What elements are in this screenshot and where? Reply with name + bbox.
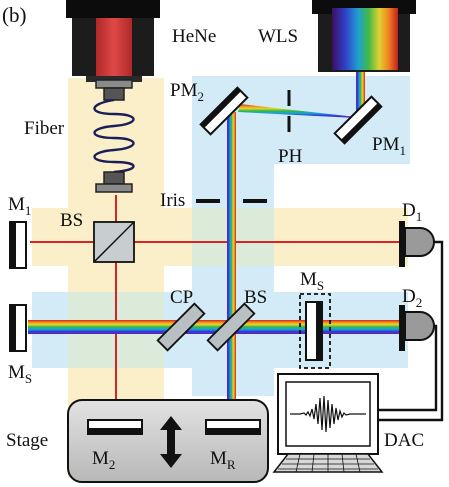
sample-mirror-ms [299,293,331,369]
detector-d2 [399,305,435,351]
beam-splitter-plate [206,302,256,352]
detector-cables [378,240,444,422]
d1-label: D1 [402,200,422,224]
bs-center-label: BS [244,287,267,308]
beam-splitter-cube [93,221,135,263]
ms-right-label: MS [300,269,324,293]
m2-label: M2 [92,448,115,472]
fiber-coil [93,98,135,174]
mirror-ms-left [9,304,27,352]
compensation-plate [156,302,206,352]
parabolic-mirror-2 [199,86,249,136]
m1-label: M1 [8,194,31,218]
ms-left-label: MS [8,362,32,386]
mr-label: MR [210,448,236,472]
detector-d1 [399,221,435,267]
white-light-source [312,0,416,72]
stage-label: Stage [6,430,48,451]
fiber-coupler-bottom [95,171,133,193]
dac-label: DAC [384,430,424,451]
fiber-label: Fiber [24,118,65,139]
iris-label: Iris [160,190,185,211]
panel-label: (b) [2,3,27,27]
wls-label: WLS [258,26,298,47]
dac-computer-monitor [272,373,384,473]
bs-top-label: BS [60,210,83,231]
interferogram-trace [290,395,366,433]
hene-laser [66,0,160,82]
hene-label: HeNe [172,26,216,47]
ph-label: PH [278,146,303,167]
pm2-label: PM2 [170,80,204,104]
mirror-mr [205,419,261,435]
mirror-m2 [87,419,143,435]
cp-label: CP [170,287,193,308]
pm1-label: PM1 [372,134,406,158]
d2-label: D2 [402,286,422,310]
mirror-m1 [9,221,27,269]
stage-motion-arrow-icon [160,416,182,468]
parabolic-mirror-1 [333,95,383,145]
